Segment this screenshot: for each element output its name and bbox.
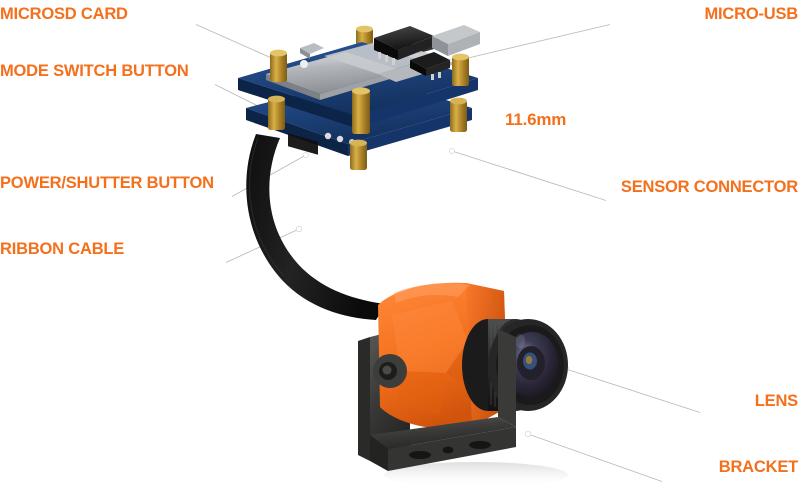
bracket-right-post (498, 329, 516, 427)
callout-mode-switch-button: MODE SWITCH BUTTON (0, 62, 189, 80)
bracket-bottom-rail (370, 417, 516, 471)
callout-bracket: BRACKET (718, 458, 798, 476)
ic-chips (374, 26, 450, 80)
camera-image (358, 282, 568, 488)
callout-power-shutter-button: POWER/SHUTTER BUTTON (0, 174, 214, 192)
callout-sensor-connector: SENSOR CONNECTOR (620, 178, 798, 196)
callout-micro-usb: MICRO-USB (704, 5, 798, 23)
callout-ribbon-cable: RIBBON CABLE (0, 240, 125, 258)
callout-lens: LENS (754, 392, 798, 410)
mode-switch-button-part (300, 43, 324, 59)
dimension-label: 11.6mm (505, 110, 567, 129)
leader-micro-usb (448, 23, 800, 65)
standoffs (268, 49, 469, 170)
micro-usb-connector (432, 25, 480, 56)
bracket-thumbscrew (373, 354, 407, 388)
callout-microsd-card: MICROSD CARD (0, 5, 128, 23)
ribbon-cable-image (246, 134, 386, 320)
pcb-stack-image (238, 25, 480, 170)
